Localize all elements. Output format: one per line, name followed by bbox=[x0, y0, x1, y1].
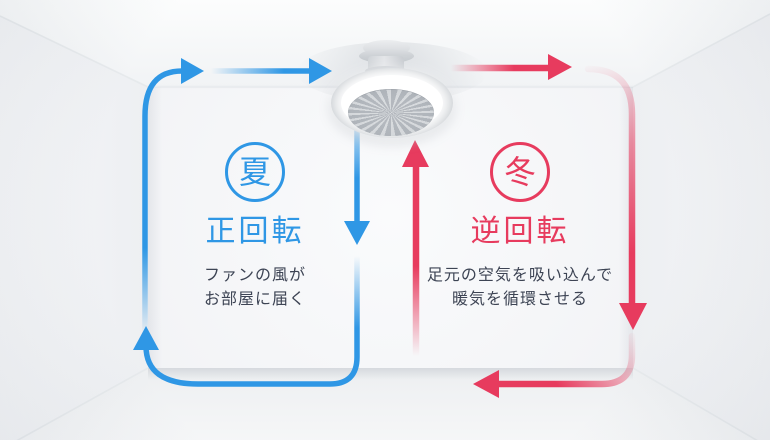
summer-badge: 夏 bbox=[225, 142, 285, 202]
fan-blades bbox=[348, 89, 434, 136]
winter-arrow-down-right-wall bbox=[584, 65, 636, 308]
fan-blade-recess bbox=[348, 89, 434, 136]
summer-arrowhead-down bbox=[344, 221, 370, 245]
winter-arrow-floor-left bbox=[494, 332, 636, 388]
winter-arrowhead-up bbox=[402, 140, 429, 167]
summer-airflow-loop bbox=[133, 58, 370, 387]
winter-description: 足元の空気を吸い込んで 暖気を循環させる bbox=[395, 264, 645, 312]
summer-description-line: お部屋に届く bbox=[203, 291, 306, 308]
summer-description-line: ファンの風が bbox=[203, 267, 306, 284]
winter-badge-label: 冬 bbox=[503, 154, 536, 190]
winter-description-line: 足元の空気を吸い込んで bbox=[426, 267, 614, 284]
winter-title: 逆回転 bbox=[470, 215, 570, 248]
summer-arrowhead-right-top bbox=[181, 58, 204, 84]
winter-badge: 冬 bbox=[490, 142, 550, 202]
winter-arrowhead-left bbox=[473, 370, 499, 398]
summer-badge-label: 夏 bbox=[238, 154, 271, 190]
winter-description-line: 暖気を循環させる bbox=[451, 291, 588, 308]
summer-arrow-up-left-wall bbox=[142, 68, 185, 339]
summer-arrow-floor-left bbox=[143, 255, 360, 387]
summer-arrowhead-into-fan bbox=[309, 58, 332, 84]
winter-arrowhead-right bbox=[548, 54, 572, 80]
summer-description: ファンの風が お部屋に届く bbox=[130, 264, 380, 312]
summer-section: 夏 正回転 ファンの風が お部屋に届く bbox=[130, 140, 380, 312]
summer-title: 正回転 bbox=[205, 215, 305, 248]
winter-section: 冬 逆回転 足元の空気を吸い込んで 暖気を循環させる bbox=[395, 140, 645, 312]
winter-arrowhead-down bbox=[619, 303, 647, 330]
winter-airflow-loop bbox=[402, 54, 647, 398]
ceiling-fan-icon bbox=[327, 30, 457, 140]
